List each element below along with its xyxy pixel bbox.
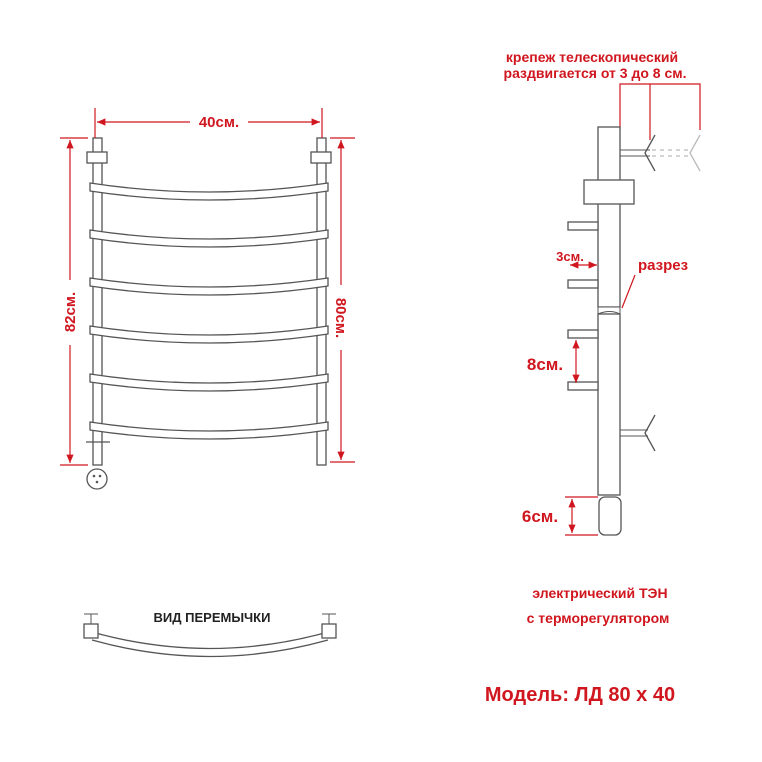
rung (89, 421, 329, 440)
clamp-block (583, 179, 635, 205)
plug-icon (86, 468, 108, 490)
pin (567, 381, 599, 391)
rung (89, 373, 329, 392)
body-upper (597, 126, 621, 308)
jumper-title: ВИД ПЕРЕМЫЧКИ (154, 610, 271, 625)
jumper-left-nut (83, 623, 99, 639)
heater-note-line1: электрический ТЭН (532, 585, 667, 601)
side-view: крепеж телескопический раздвигается от 3… (504, 49, 701, 626)
pin (567, 329, 599, 339)
width-label: 40см. (199, 114, 239, 131)
pin (567, 221, 599, 231)
post-height-label: 80см. (332, 298, 349, 338)
heater-label: 6см. (522, 507, 558, 526)
front-view: 40см. 82см. 80см. (60, 108, 355, 490)
rung (89, 277, 329, 296)
rung (89, 325, 329, 344)
body-lower (597, 313, 621, 496)
mount-note-line2: раздвигается от 3 до 8 см. (504, 65, 687, 81)
left-post (92, 137, 103, 466)
heater-element (598, 496, 622, 536)
section-label: разрез (638, 257, 688, 274)
rung-spacing-label: 8см. (527, 355, 563, 374)
jumper-right-nut (321, 623, 337, 639)
right-nut (310, 151, 332, 164)
rung (89, 182, 329, 201)
wall-mount-upper (644, 134, 656, 172)
rungs (89, 182, 329, 440)
pin (567, 279, 599, 289)
jumper-view: ВИД ПЕРЕМЫЧКИ (83, 610, 337, 658)
offset-label: 3см. (556, 249, 584, 264)
left-nut (86, 151, 108, 164)
heater-note-line2: с терморегулятором (527, 610, 670, 626)
wall-mount-lower (644, 414, 656, 452)
total-height-label: 82см. (62, 292, 79, 332)
rung (89, 229, 329, 248)
mount-note-line1: крепеж телескопический (506, 49, 678, 65)
model-label: Модель: ЛД 80 х 40 (485, 684, 675, 706)
